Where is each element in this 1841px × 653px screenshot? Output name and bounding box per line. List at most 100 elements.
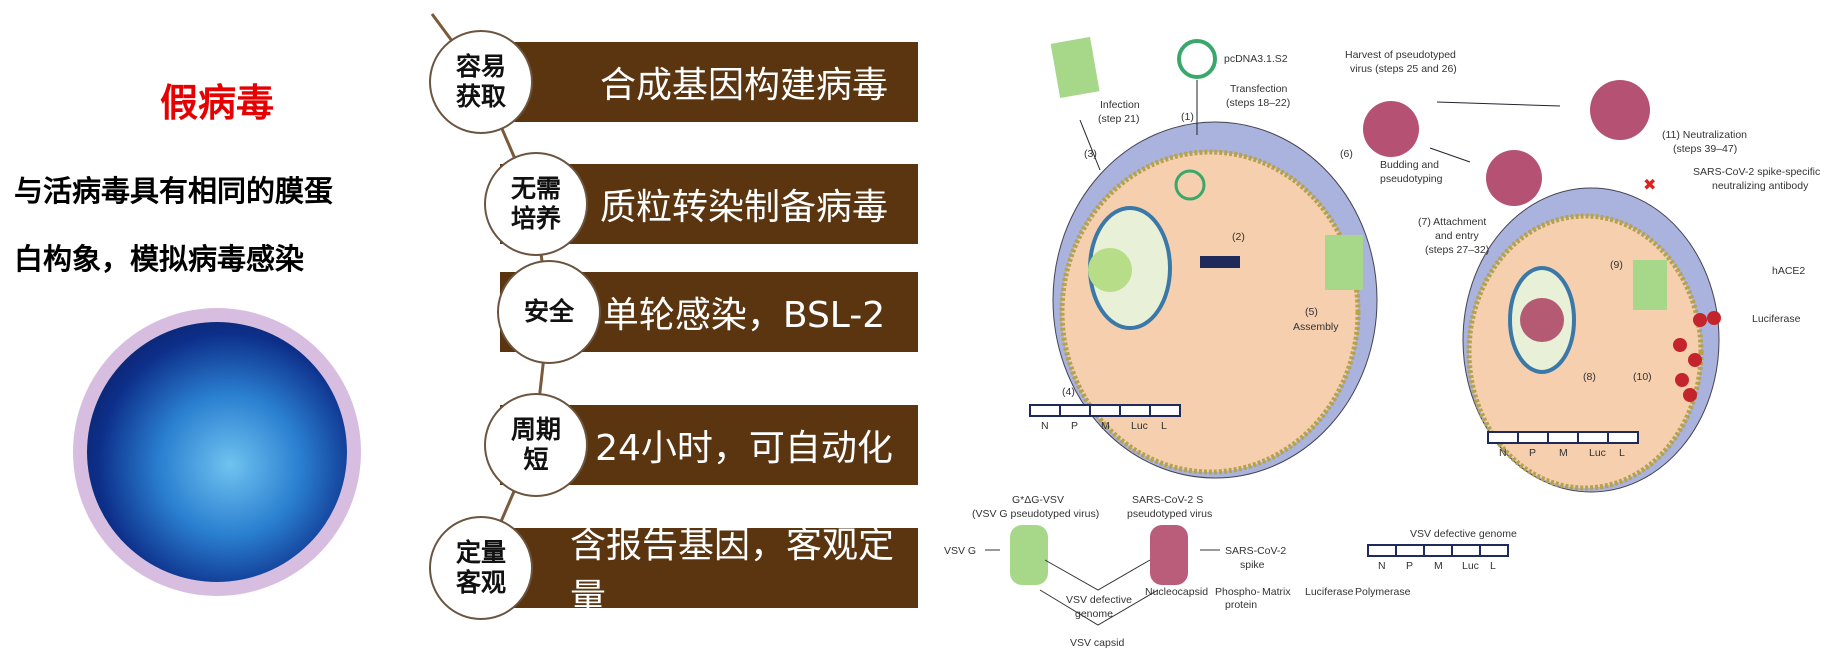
genome-capsid-icon: [1325, 235, 1363, 290]
feature-text: 含报告基因，客观定量: [570, 525, 895, 618]
gene-label: N: [1499, 447, 1507, 459]
label: virus (steps 25 and 26): [1350, 63, 1457, 75]
vsv-g-pseudovirus-icon: [1010, 525, 1048, 585]
label: Transfection: [1230, 83, 1288, 95]
page-title: 假病毒: [159, 81, 274, 125]
label: (steps 27–32): [1425, 244, 1489, 256]
label: Budding and: [1380, 159, 1439, 171]
gene-label: L: [1490, 560, 1496, 572]
label: (2): [1232, 231, 1245, 243]
feature-bar-1: 合成基因构建病毒: [500, 42, 918, 122]
badge-text: 安全: [523, 297, 574, 326]
vsv-g-virus-icon: [1050, 36, 1100, 99]
label: Nucleocapsid: [1145, 586, 1208, 598]
gene-segment: [1029, 404, 1061, 417]
gene-segment: [1479, 544, 1509, 557]
gene-segment: [1367, 544, 1397, 557]
feature-badge-3: 安全: [497, 260, 601, 364]
luciferase-icons: [1673, 311, 1721, 402]
description-line-1: 与活病毒具有相同的膜蛋: [14, 174, 334, 208]
label: Polymerase: [1355, 586, 1411, 598]
label: VSV G: [944, 545, 976, 557]
gene-segment: [1395, 544, 1425, 557]
label: (4): [1062, 386, 1075, 398]
plasmid-icon: [1174, 169, 1206, 201]
gene-block-icon: [1200, 256, 1240, 268]
feature-badge-1: 容易获取: [429, 30, 533, 134]
badge-text: 容易: [455, 52, 506, 81]
gene-segment: [1119, 404, 1151, 417]
badge-text: 获取: [455, 82, 506, 111]
label: (6): [1340, 148, 1353, 160]
sars-pseudovirus-icon: [1150, 525, 1188, 585]
label: spike: [1240, 559, 1265, 571]
plasmid-icon: [1177, 39, 1217, 79]
label: (8): [1583, 371, 1596, 383]
label: SARS-CoV-2: [1225, 545, 1286, 557]
label: (1): [1181, 111, 1194, 123]
gene-label: L: [1619, 447, 1625, 459]
gene-label: P: [1529, 447, 1536, 459]
gene-segment: [1517, 431, 1549, 444]
gene-label: P: [1071, 420, 1078, 432]
coronavirus-image: [87, 322, 347, 582]
label: genome: [1075, 608, 1113, 620]
gene-segment: [1059, 404, 1091, 417]
feature-text: 质粒转染制备病毒: [599, 187, 888, 228]
label: VSV defective: [1066, 594, 1132, 606]
gene-segment: [1423, 544, 1453, 557]
label: and entry: [1435, 230, 1480, 242]
label: pcDNA3.1.S2: [1224, 53, 1288, 65]
badge-text: 客观: [455, 568, 506, 597]
sars-pseudovirus-icon: [1486, 150, 1542, 206]
label: Luciferase: [1752, 313, 1801, 325]
feature-text: 24小时，可自动化: [595, 428, 893, 469]
gene-segment: [1487, 431, 1519, 444]
badge-text: 短: [523, 445, 549, 474]
label: Luciferase: [1305, 586, 1354, 598]
label: (3): [1084, 148, 1097, 160]
label: SARS-CoV-2 S: [1132, 494, 1203, 506]
label: SARS-CoV-2 spike-specific: [1693, 166, 1820, 178]
label: pseudotyped virus: [1127, 508, 1212, 520]
gene-segment: [1451, 544, 1481, 557]
gene-label: M: [1101, 420, 1110, 432]
label: Phospho-: [1215, 586, 1260, 598]
label: (steps 18–22): [1226, 97, 1290, 109]
gene-label: Luc: [1462, 560, 1479, 572]
label: (steps 39–47): [1673, 143, 1737, 155]
gene-segment: [1149, 404, 1181, 417]
genome-capsid-icon: [1633, 260, 1667, 310]
gene-label: M: [1434, 560, 1443, 572]
badge-text: 周期: [510, 415, 561, 444]
gene-segment: [1577, 431, 1609, 444]
feature-bar-5: 含报告基因，客观定量: [500, 525, 918, 618]
label: hACE2: [1772, 265, 1805, 277]
gene-label: N: [1041, 420, 1049, 432]
label: (11) Neutralization: [1662, 129, 1747, 141]
label: Infection: [1100, 99, 1140, 111]
feature-bar-2: 质粒转染制备病毒: [500, 164, 918, 244]
gene-segment: [1607, 431, 1639, 444]
sars-pseudovirus-icon: [1520, 298, 1564, 342]
feature-badge-2: 无需培养: [484, 152, 588, 256]
feature-badge-5: 定量客观: [429, 516, 533, 620]
badge-text: 无需: [510, 174, 561, 203]
label: (VSV G pseudotyped virus): [972, 508, 1099, 520]
vsv-g-virus-icon: [1088, 248, 1132, 292]
label: Harvest of pseudotyped: [1345, 49, 1456, 61]
label: (5): [1305, 306, 1318, 318]
label: VSV capsid: [1070, 637, 1124, 649]
sars-pseudovirus-icon: [1590, 80, 1650, 140]
feature-text: 合成基因构建病毒: [599, 65, 888, 106]
label: (9): [1610, 259, 1623, 271]
gene-segment: [1089, 404, 1121, 417]
gene-segment: [1547, 431, 1579, 444]
feature-badge-4: 周期短: [484, 393, 588, 497]
badge-text: 培养: [510, 204, 561, 233]
gene-label: M: [1559, 447, 1568, 459]
